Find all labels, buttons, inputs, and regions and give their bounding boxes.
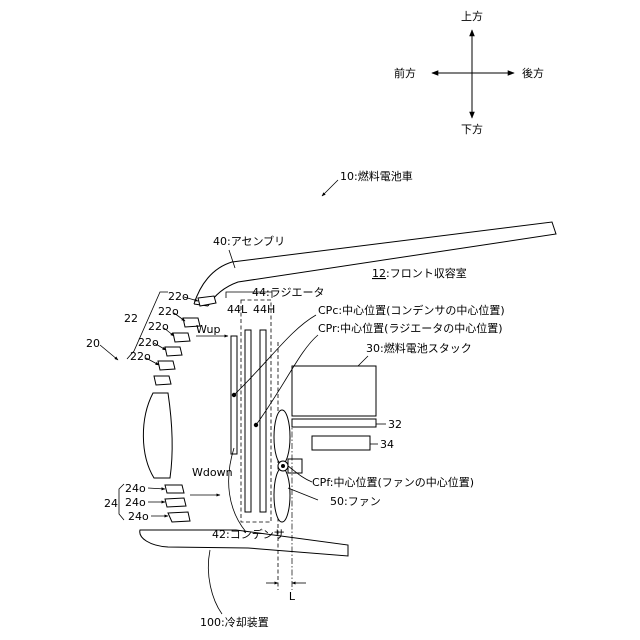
radiator-core-left xyxy=(245,330,251,512)
front-compartment-label: 12:フロント収容室 xyxy=(372,266,467,280)
radiator-left-label: 44L xyxy=(227,303,248,316)
direction-down-label: 下方 xyxy=(461,122,483,136)
direction-rear-label: 後方 xyxy=(522,66,544,80)
direction-front-label: 前方 xyxy=(394,66,416,80)
upper-grille-slat xyxy=(158,361,175,370)
grille-lower-label: 24o xyxy=(125,496,146,509)
vehicle-leader-arrow xyxy=(322,180,338,196)
grille-lower-leader xyxy=(148,488,165,489)
assembly-leader xyxy=(229,250,235,268)
ref-20-label: 20 xyxy=(86,337,100,350)
fuel-cell-stack-leader xyxy=(358,356,368,366)
direction-compass: 上方 下方 前方 後方 xyxy=(394,9,544,136)
upper-grille-labels: 22o 22o 22o 22o 22o 22 xyxy=(124,290,198,365)
wind-down-label: Wdown xyxy=(192,466,233,479)
grille-upper-label: 22o xyxy=(148,320,169,333)
radiator-label: 44:ラジエータ xyxy=(252,286,324,299)
direction-up-label: 上方 xyxy=(461,9,483,23)
assembly-label: 40:アセンブリ xyxy=(213,234,285,248)
front-fascia xyxy=(143,393,172,478)
ref-20-arrow xyxy=(100,345,118,360)
condenser-center-label: CPc:中心位置(コンデンサの中心位置) xyxy=(318,303,505,317)
fan-label: 50:ファン xyxy=(330,495,381,508)
fan-motor xyxy=(288,459,302,473)
fan-blade-upper xyxy=(274,410,290,464)
upper-grille-slat xyxy=(173,333,190,342)
fuel-cell-stack-label: 30:燃料電池スタック xyxy=(366,341,472,355)
radiator-center-label: CPr:中心位置(ラジエータの中心位置) xyxy=(318,321,503,335)
grille-upper-label: 22o xyxy=(168,290,189,303)
grille-upper-label: 22o xyxy=(158,305,179,318)
upper-grille-slat xyxy=(165,347,182,356)
grille-24-bracket xyxy=(119,484,124,520)
lower-grille-slat xyxy=(165,498,186,507)
front-compartment-number: 12 xyxy=(372,267,386,280)
condenser-label: 42:コンデンサ xyxy=(212,527,285,541)
condenser-leader xyxy=(229,448,246,532)
part-34-label: 34 xyxy=(380,438,394,451)
fan-blade-lower xyxy=(274,468,290,522)
lower-grille xyxy=(165,485,190,522)
fan-leader xyxy=(288,488,318,500)
ref-22-label: 22 xyxy=(124,312,138,325)
lower-grille-labels: 24o 24o 24o 24 xyxy=(104,482,168,523)
fuel-cell-stack xyxy=(292,366,376,416)
ref-24-label: 24 xyxy=(104,497,118,510)
grille-upper-label: 22o xyxy=(138,336,159,349)
wind-up-label: Wup xyxy=(196,323,220,336)
grille-lower-label: 24o xyxy=(125,482,146,495)
part-32 xyxy=(292,419,376,427)
lower-grille-slat xyxy=(168,512,190,522)
cooling-device-leader xyxy=(208,550,222,614)
fan-center-label: CPf:中心位置(ファンの中心位置) xyxy=(312,475,474,489)
cooling-device-label: 100:冷却装置 xyxy=(200,616,269,629)
radiator-core-high xyxy=(260,330,266,512)
offset-label: L xyxy=(289,590,296,603)
part-34 xyxy=(312,436,370,450)
part-32-label: 32 xyxy=(388,418,402,431)
vehicle-label: 10:燃料電池車 xyxy=(340,169,413,183)
front-compartment-text: :フロント収容室 xyxy=(386,266,467,280)
lower-grille-slat xyxy=(165,485,184,493)
fan-center-dot xyxy=(281,464,285,468)
upper-grille-slat xyxy=(154,376,171,385)
radiator-high-label: 44H xyxy=(253,303,275,316)
upper-grille-slat xyxy=(198,296,216,306)
grille-lower-label: 24o xyxy=(128,510,149,523)
